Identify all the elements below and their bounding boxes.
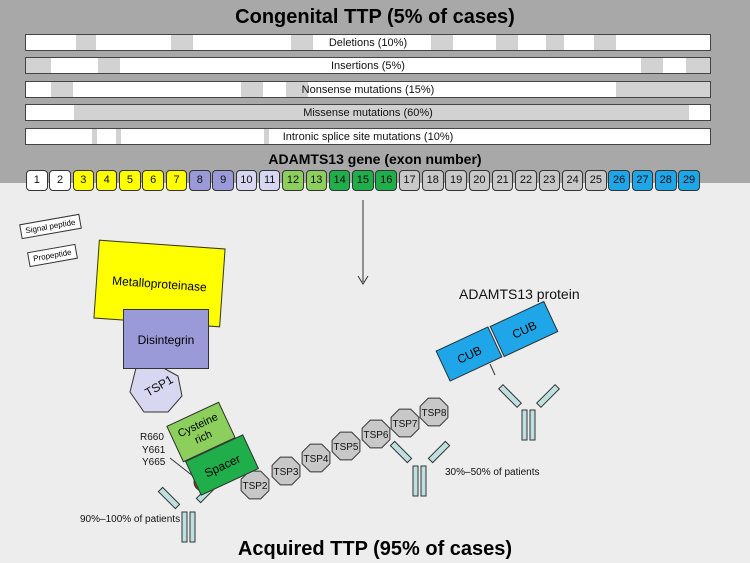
exon-4: 4 [95,170,118,191]
insertions-label: Insertions (5%) [331,60,405,72]
missense-bar: Missense mutations (60%) [25,104,711,121]
disintegrin-domain: Disintegrin [123,309,209,369]
deletions-label: Deletions (10%) [328,37,408,49]
tsp-octagon-6 [361,419,391,449]
exon-17: 17 [398,170,421,191]
splice-site-label: Intronic splice site mutations (10%) [282,131,454,143]
spacer-label: Spacer [202,451,243,481]
tsp-octagon-7 [390,408,420,438]
exon-7: 7 [165,170,188,191]
exon-25: 25 [585,170,607,191]
tsp-label-3: TSP3 [273,467,298,478]
gene-title: ADAMTS13 gene (exon number) [268,151,482,167]
congenital-title: Congenital TTP (5% of cases) [235,6,515,28]
exon-3: 3 [72,170,95,191]
tsp-octagon-3 [271,456,301,486]
exon-16: 16 [375,170,397,191]
tsp-octagon-2 [240,470,270,500]
exon-20: 20 [468,170,491,191]
metalloproteinase-label: Metalloproteinase [111,273,208,295]
exon-1: 1 [26,170,48,191]
exon-9: 9 [212,170,234,191]
exon-19: 19 [445,170,467,191]
tsp-octagon-4 [301,443,331,473]
exon-23: 23 [538,170,561,191]
exon-22: 22 [515,170,537,191]
tsp-octagon-5 [331,431,361,461]
exon-10: 10 [235,170,258,191]
nonsense-bar: Nonsense mutations (15%) [25,81,711,98]
exon-29: 29 [678,170,700,191]
cub-label-1: CUB [454,343,484,367]
acquired-title: Acquired TTP (95% of cases) [237,538,513,560]
cub-label-2: CUB [509,318,539,342]
missense-label: Missense mutations (60%) [303,107,433,119]
residue-r660: R660 [140,432,164,443]
exon-21: 21 [491,170,514,191]
antibody-cub-label: 30%–50% of patients [445,467,540,478]
deletions-bar: Deletions (10%) [25,34,711,51]
exon-15: 15 [352,170,374,191]
splice-site-bar: Intronic splice site mutations (10%) [25,128,711,145]
disintegrin-label: Disintegrin [137,333,195,347]
antibody-spacer-label: 90%–100% of patients [80,514,181,525]
exon-18: 18 [422,170,444,191]
exon-12: 12 [282,170,304,191]
exon-5: 5 [119,170,141,191]
nonsense-label: Nonsense mutations (15%) [301,84,435,96]
exon-28: 28 [655,170,677,191]
tsp-label-5: TSP5 [333,442,358,453]
tsp-label-2: TSP2 [242,481,267,492]
exon-11: 11 [258,170,281,191]
exon-14: 14 [328,170,351,191]
insertions-bar: Insertions (5%) [25,57,711,74]
exon-2: 2 [49,170,71,191]
tsp-label-7: TSP7 [392,419,417,430]
exon-6: 6 [142,170,164,191]
tsp-label-6: TSP6 [363,430,388,441]
antibody-tsp-icon [389,440,451,497]
residue-y665: Y665 [142,457,166,468]
residue-y661: Y661 [142,445,166,456]
exon-26: 26 [608,170,630,191]
tsp-repeats: TSP2 TSP3 TSP4 TSP5 TSP6 TSP7 TSP8 [240,397,449,500]
exon-13: 13 [305,170,328,191]
exon-8: 8 [189,170,211,191]
antibody-cub-icon [497,383,561,441]
tsp-label-4: TSP4 [303,454,328,465]
protein-label: ADAMTS13 protein [459,286,580,302]
exon-24: 24 [561,170,584,191]
tsp-octagon-8 [419,397,449,427]
exon-27: 27 [631,170,654,191]
tsp-label-8: TSP8 [421,408,446,419]
